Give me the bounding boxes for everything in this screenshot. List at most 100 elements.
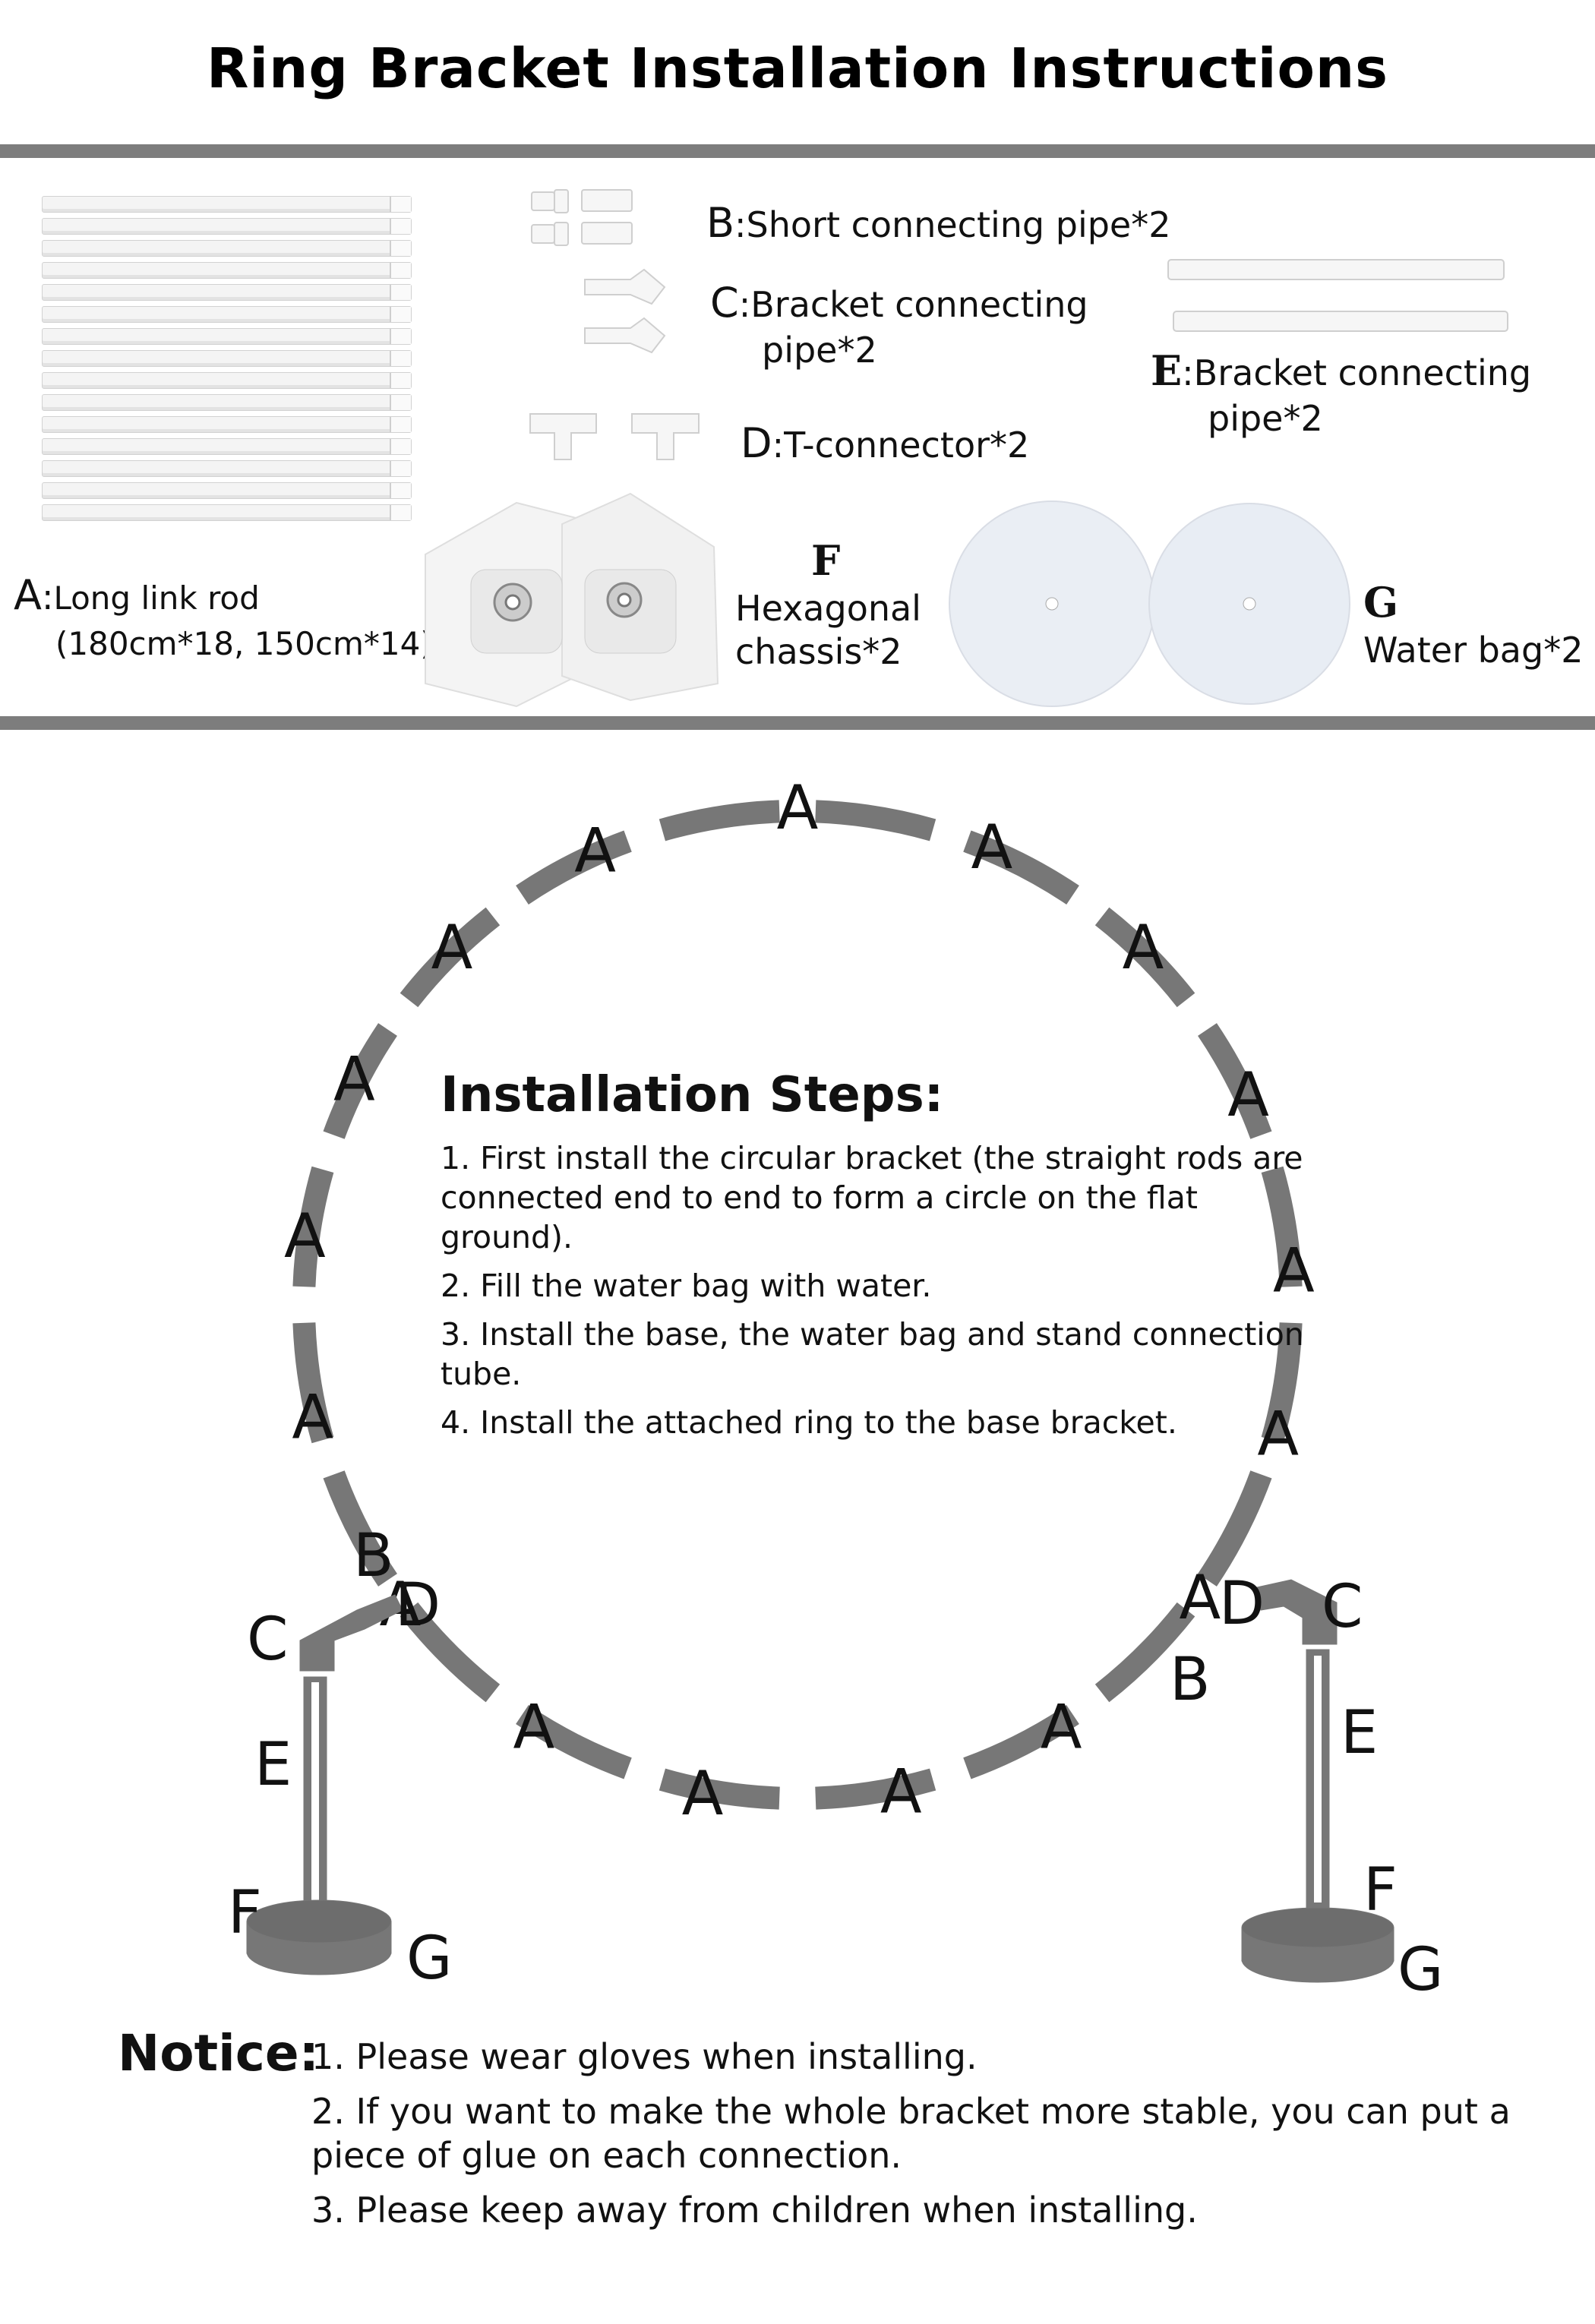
rod-joint — [390, 505, 411, 520]
bracket-pipe-image — [1167, 259, 1508, 332]
t-connector-image — [529, 413, 700, 460]
notice-item-3: 3. Please keep away from children when i… — [311, 2190, 1198, 2231]
short-connecting-pipe-image — [531, 189, 633, 246]
ring-segment — [400, 1602, 501, 1703]
ring-segment-label: A — [1180, 1562, 1221, 1633]
ring-segment-label: A — [777, 772, 819, 843]
bracket-elbow-image — [584, 268, 666, 354]
ring-segment-label: A — [1227, 1059, 1269, 1130]
right-stand — [1241, 1579, 1394, 1983]
ring-segment — [815, 1768, 936, 1810]
installation-steps: Installation Steps: 1. First install the… — [441, 1067, 1322, 1451]
ring-segment — [659, 800, 780, 842]
part-f-name-2: chassis*2 — [735, 631, 902, 672]
part-b-name: Short connecting pipe*2 — [746, 204, 1171, 245]
part-c-label: C:Bracket connecting pipe*2 — [710, 277, 1088, 372]
ring-segment-label: A — [574, 816, 616, 886]
step-2: 2. Fill the water bag with water. — [441, 1268, 932, 1304]
diagram-label-f-left: F — [228, 1879, 262, 1947]
step-4: 4. Install the attached ring to the base… — [441, 1404, 1177, 1441]
long-link-rod — [42, 262, 412, 279]
long-link-rod — [42, 218, 412, 235]
ring-segment — [1261, 1322, 1303, 1444]
rod-joint — [390, 395, 411, 410]
part-c-name-2: pipe*2 — [762, 329, 877, 371]
notice-items: 1. Please wear gloves when installing. 2… — [311, 2035, 1527, 2243]
ring-segment — [1198, 1470, 1272, 1587]
ring-segment-label: A — [880, 1757, 922, 1827]
long-link-rod — [42, 482, 412, 499]
ring-segment-label: A — [333, 1044, 375, 1115]
ring-labels: AAAAAAAAAAAAAAAAA — [284, 772, 1315, 1829]
part-b-letter: B — [706, 199, 735, 247]
ring-segment-label: A — [971, 812, 1013, 883]
ring-segment — [516, 830, 632, 905]
part-g-label: G Water bag*2 — [1363, 577, 1583, 672]
part-g-name: Water bag*2 — [1363, 629, 1584, 671]
diagram-label-c-right: C — [1322, 1573, 1363, 1641]
step-1: 1. First install the circular bracket (t… — [441, 1140, 1303, 1255]
ring-segment — [815, 800, 936, 842]
rod-joint — [390, 483, 411, 498]
ring-segment-label: A — [1041, 1692, 1082, 1763]
long-link-rod — [42, 504, 412, 521]
rod-joint — [390, 307, 411, 322]
part-a-sep: : — [41, 576, 54, 617]
part-a-name: Long link rod — [53, 579, 260, 617]
part-d-name: T-connector*2 — [784, 425, 1030, 466]
ring-segment-label: A — [431, 912, 473, 983]
diagram-label-b-left: B — [353, 1522, 394, 1590]
rod-joint — [390, 373, 411, 388]
diagram-label-e-right: E — [1341, 1699, 1378, 1767]
water-bag-image — [949, 500, 1350, 707]
ring-segment-label: A — [292, 1381, 333, 1452]
right-bracket-elbow — [1256, 1579, 1338, 1645]
long-link-rod — [42, 328, 412, 345]
ring-segment-label: A — [1257, 1399, 1299, 1470]
diagram-label-g-right: G — [1398, 1936, 1443, 2004]
part-a-label: A:Long link rod (180cm*18, 150cm*14) — [14, 570, 433, 665]
diagram-label-e-left: E — [254, 1731, 292, 1799]
hexagonal-chassis-image — [425, 492, 719, 708]
long-link-rod — [42, 284, 412, 301]
ring-segment — [1198, 1023, 1272, 1139]
long-link-rod — [42, 416, 412, 433]
rod-joint — [390, 461, 411, 476]
part-e-name-1: Bracket connecting — [1193, 352, 1532, 393]
part-e-name-2: pipe*2 — [1208, 397, 1323, 439]
part-c-sep: : — [738, 284, 751, 325]
diagram-label-g-left: G — [406, 1925, 452, 1993]
part-f-label: F Hexagonal chassis*2 — [735, 535, 921, 674]
part-e-label: E:Bracket connecting pipe*2 — [1151, 346, 1531, 440]
ring-segment — [1261, 1166, 1303, 1287]
long-link-rod — [42, 240, 412, 257]
part-d-letter: D — [741, 419, 772, 467]
part-b-sep: : — [734, 204, 747, 245]
rod-joint — [390, 417, 411, 432]
part-e-sep: : — [1182, 352, 1194, 393]
middle-divider — [0, 716, 1595, 730]
long-link-rod — [42, 394, 412, 411]
ring — [292, 800, 1303, 1810]
left-stand — [246, 1594, 403, 1975]
part-f-name-1: Hexagonal — [735, 587, 921, 629]
ring-segment — [516, 1705, 632, 1779]
part-c-letter: C — [710, 279, 739, 327]
ring-segment-label: A — [284, 1201, 326, 1271]
left-bracket-elbow — [299, 1594, 403, 1672]
ring-segment — [292, 1166, 334, 1287]
ring-segment — [323, 1023, 397, 1139]
rod-joint — [390, 351, 411, 366]
diagram-label-d-left: D — [395, 1571, 441, 1640]
step-3: 3. Install the base, the water bag and s… — [441, 1316, 1304, 1392]
part-g-letter: G — [1363, 578, 1399, 627]
diagram-label-b-right: B — [1170, 1646, 1211, 1714]
diagram-label-d-right: D — [1219, 1570, 1265, 1638]
rod-joint — [390, 439, 411, 454]
ring-segment-label: A — [1123, 912, 1164, 983]
rod-joint — [390, 329, 411, 344]
ring-segment — [963, 830, 1079, 905]
long-link-rod — [42, 438, 412, 455]
ring-segment — [400, 907, 501, 1008]
diagram-label-c-left: C — [247, 1606, 288, 1674]
